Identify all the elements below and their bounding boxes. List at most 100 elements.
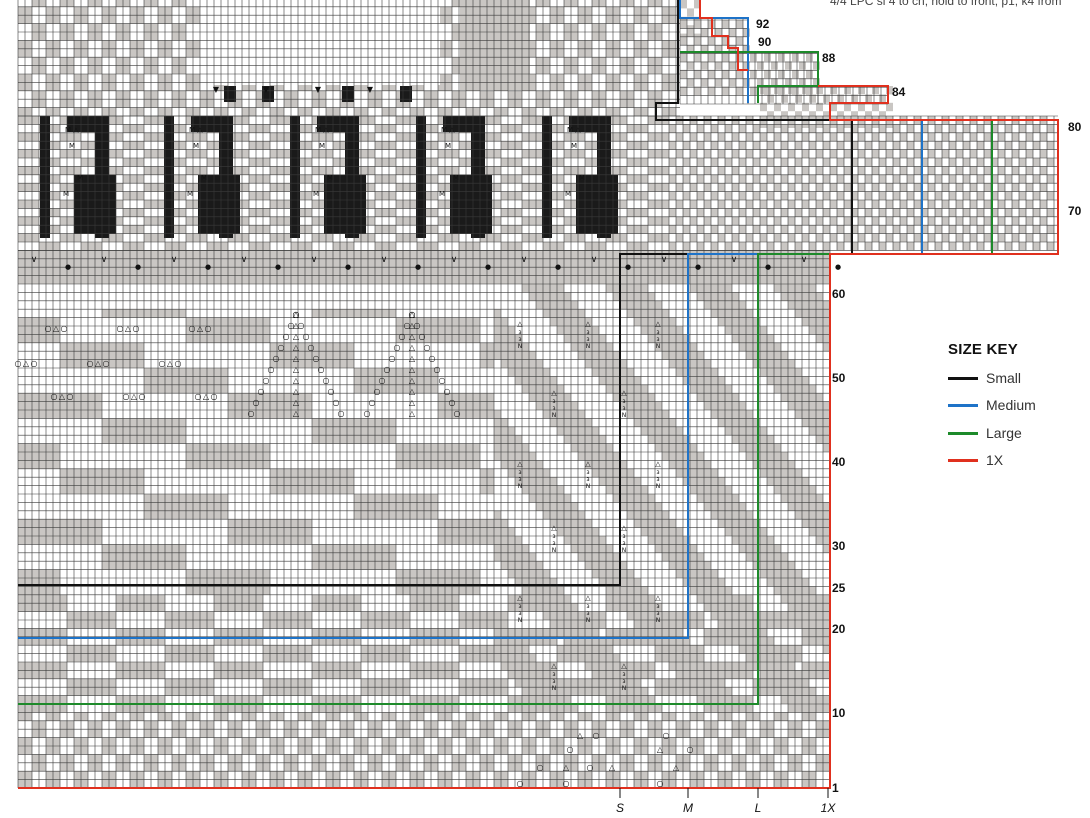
shaded-cell xyxy=(557,410,564,419)
shaded-cell xyxy=(480,611,487,620)
shaded-cell xyxy=(382,426,389,436)
shaded-cell xyxy=(123,426,130,436)
shaded-cell xyxy=(508,124,515,133)
shaded-cell xyxy=(186,334,193,343)
shaded-cell xyxy=(536,149,543,158)
shaded-cell xyxy=(690,443,697,452)
shaded-cell xyxy=(39,586,46,595)
shaded-cell xyxy=(480,342,487,352)
shaded-cell xyxy=(235,603,242,612)
shaded-cell xyxy=(298,351,305,360)
shaded-cell xyxy=(739,519,746,528)
shaded-cell xyxy=(697,460,704,469)
shaded-cell xyxy=(718,376,725,385)
shaded-cell xyxy=(949,208,956,217)
shaded-cell xyxy=(396,645,403,654)
shaded-cell xyxy=(823,426,830,436)
shaded-cell xyxy=(676,611,683,620)
shaded-cell xyxy=(60,116,67,125)
shaded-cell xyxy=(39,636,46,646)
shaded-cell xyxy=(221,242,228,251)
shaded-cell xyxy=(361,418,368,427)
shaded-cell xyxy=(137,242,144,251)
shaded-cell xyxy=(417,510,424,520)
shaded-cell xyxy=(375,435,382,444)
shaded-cell xyxy=(319,544,326,553)
shaded-cell xyxy=(522,368,529,377)
shaded-cell xyxy=(396,569,403,578)
shaded-cell xyxy=(431,569,438,578)
shaded-cell xyxy=(662,351,669,360)
shaded-cell xyxy=(186,712,193,721)
shaded-cell xyxy=(564,426,571,436)
shaded-cell xyxy=(228,586,235,595)
shaded-cell xyxy=(725,510,732,520)
shaded-cell xyxy=(53,443,60,452)
shaded-cell xyxy=(515,603,522,612)
shaded-cell xyxy=(886,183,893,192)
shaded-cell xyxy=(991,158,998,167)
shaded-cell xyxy=(186,586,193,595)
shaded-cell xyxy=(809,712,816,721)
shaded-cell xyxy=(354,418,361,427)
shaded-cell xyxy=(718,620,725,629)
shaded-cell xyxy=(123,552,130,562)
shaded-cell xyxy=(228,695,235,704)
shaded-cell xyxy=(263,452,270,461)
shaded-cell xyxy=(613,712,620,721)
shaded-cell xyxy=(515,561,522,570)
shaded-cell xyxy=(235,636,242,646)
shaded-cell xyxy=(613,393,620,402)
shaded-cell xyxy=(263,443,270,452)
shaded-cell xyxy=(746,704,753,713)
shaded-cell xyxy=(389,426,396,436)
shaded-cell xyxy=(641,779,648,788)
shaded-cell xyxy=(886,132,893,142)
shaded-cell xyxy=(634,309,641,318)
shaded-cell xyxy=(200,384,207,394)
shaded-cell xyxy=(802,737,809,746)
shaded-cell xyxy=(32,578,39,587)
shaded-cell xyxy=(823,410,830,419)
shaded-cell xyxy=(340,99,347,108)
shaded-cell xyxy=(529,494,536,503)
shaded-cell xyxy=(515,578,522,587)
shaded-cell xyxy=(277,611,284,620)
shaded-cell xyxy=(760,561,767,570)
shaded-cell xyxy=(452,720,459,730)
shaded-cell xyxy=(984,183,991,192)
shaded-cell xyxy=(382,82,389,91)
shaded-cell xyxy=(74,477,81,486)
shaded-cell xyxy=(109,166,116,175)
shaded-cell xyxy=(25,233,32,242)
shaded-cell xyxy=(984,149,991,158)
shaded-cell xyxy=(711,393,718,402)
shaded-cell xyxy=(550,317,557,326)
shaded-cell xyxy=(319,485,326,494)
shaded-cell xyxy=(396,754,403,763)
shaded-cell xyxy=(466,401,473,410)
shaded-cell xyxy=(515,351,522,360)
shaded-cell xyxy=(116,183,123,192)
shaded-cell xyxy=(375,510,382,520)
shaded-cell xyxy=(809,410,816,419)
shaded-cell xyxy=(263,174,270,184)
shaded-cell xyxy=(235,460,242,469)
shaded-cell xyxy=(704,720,711,730)
shaded-cell xyxy=(620,149,627,158)
shaded-cell xyxy=(137,468,144,478)
shaded-cell xyxy=(753,771,760,780)
shaded-cell xyxy=(711,174,718,184)
shaded-cell xyxy=(655,342,662,352)
shaded-cell xyxy=(501,746,508,755)
shaded-cell xyxy=(676,527,683,536)
shaded-cell xyxy=(634,695,641,704)
shaded-cell xyxy=(39,317,46,326)
shaded-cell xyxy=(32,695,39,704)
shaded-cell xyxy=(816,494,823,503)
shaded-cell xyxy=(137,141,144,150)
shaded-cell xyxy=(760,569,767,578)
shaded-cell xyxy=(396,200,403,209)
shaded-cell xyxy=(361,544,368,553)
shaded-cell xyxy=(410,460,417,469)
